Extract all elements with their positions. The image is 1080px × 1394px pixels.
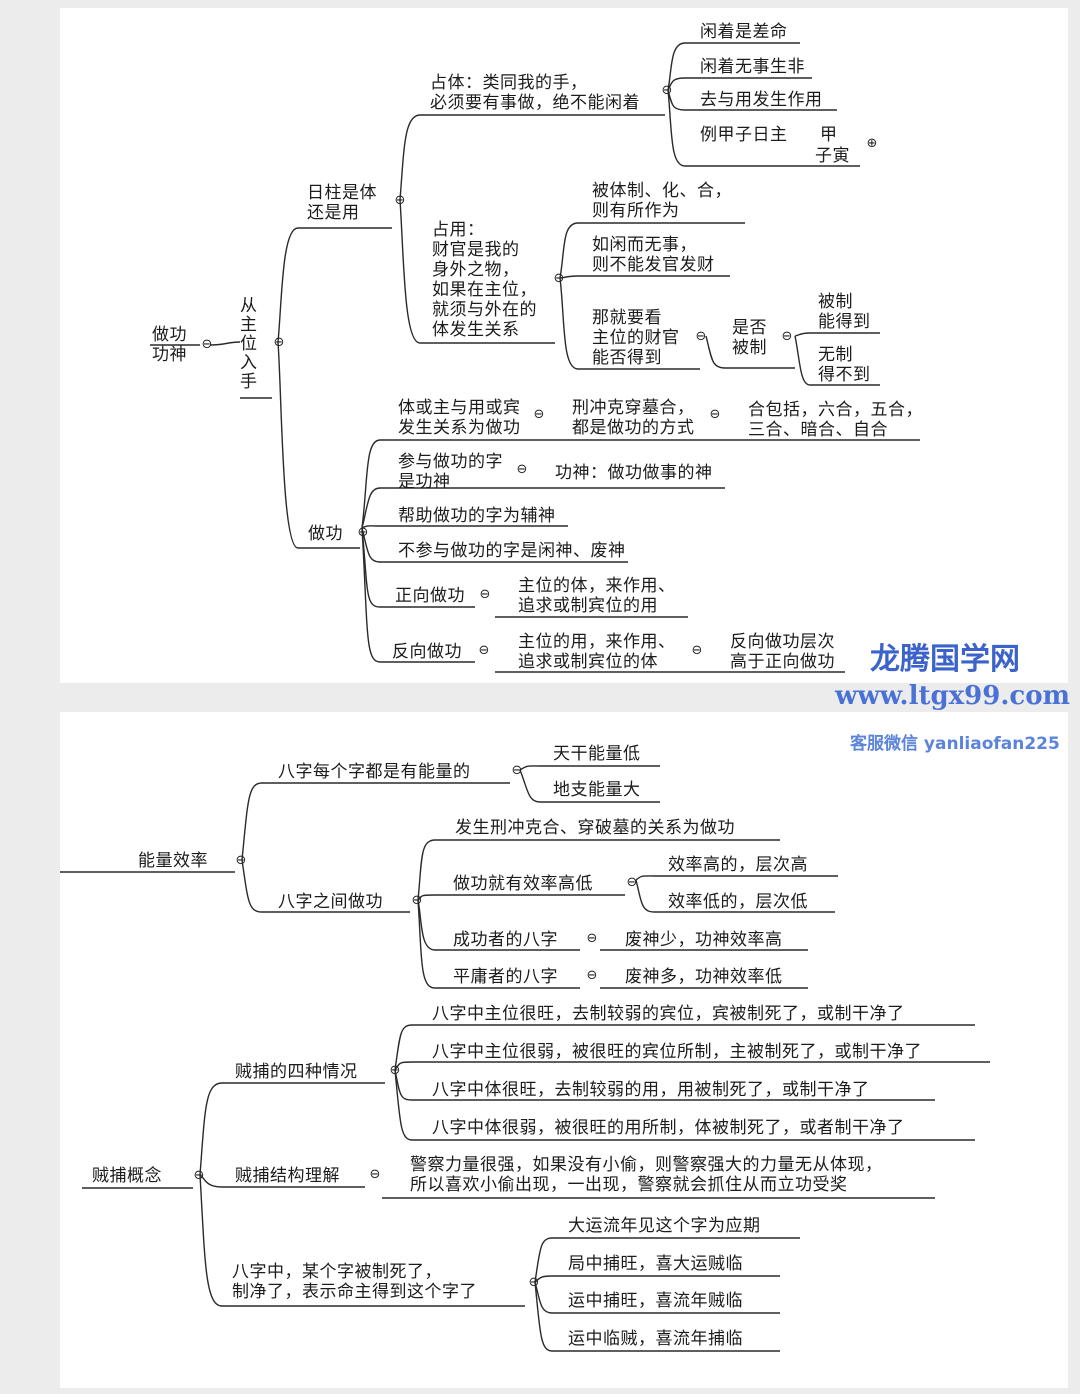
between-item: 平庸者的八字 [453,967,558,987]
collapse-icon[interactable]: ⊖ [553,271,565,286]
watermark-title: 龙腾国学网 [870,642,1020,677]
zuogong-detail: 刑冲克穿墓合， 都是做功的方式 [572,398,695,438]
zhanyong-item: 被体制、化、合， 则有所作为 [592,181,732,221]
zuogong-item: 正向做功 [395,586,465,606]
branch-main: 从 主 位 入 手 [240,296,258,392]
node-jia: 甲 [820,125,838,145]
collapse-icon[interactable]: ⊖ [586,968,598,983]
zhanti-item: 闲着无事生非 [700,57,805,77]
collapse-icon[interactable]: ⊖ [478,643,490,658]
collapse-icon[interactable]: ⊖ [411,893,423,908]
node-zhanti: 占体：类同我的手， 必须要有事做，绝不能闲着 [430,73,640,113]
watermark-contact: 客服微信 yanliaofan225 [850,734,1060,754]
node-nengliang: 能量效率 [138,851,208,871]
watermark-url: www.ltgx99.com [835,681,1071,711]
energy-item: 地支能量大 [553,780,641,800]
collapse-icon[interactable]: ⊖ [389,1063,401,1078]
efficiency-item: 效率低的，层次低 [668,892,808,912]
collapse-icon[interactable]: ⊖ [528,1275,540,1290]
zhisi-item: 局中捕旺，喜大运贼临 [568,1254,743,1274]
collapse-icon[interactable]: ⊖ [709,407,721,422]
zuogong-detail: 合包括，六合，五合， 三合、暗合、自合 [748,400,923,440]
zhisi-item: 大运流年见这个字为应期 [568,1216,761,1236]
energy-item: 天干能量低 [553,744,641,764]
node-bazi-energy: 八字每个字都是有能量的 [278,762,471,782]
zuogong-item: 反向做功 [392,642,462,662]
node-rizhu: 日柱是体 还是用 [307,183,377,223]
collapse-icon[interactable]: ⊖ [533,407,545,422]
zhanti-item: 去与用发生作用 [700,90,823,110]
zuogong-detail: 主位的用，来作用、 追求或制宾位的体 [518,632,676,672]
zhanyong-item: 那就要看 主位的财官 能否得到 [592,308,680,368]
four-item: 八字中主位很弱，被很旺的宾位所制，主被制死了，或制干净了 [432,1042,922,1062]
zuogong-detail: 反向做功层次 高于正向做功 [730,632,835,672]
collapse-icon[interactable]: ⊖ [273,335,285,350]
collapse-icon[interactable]: ⊖ [691,643,703,658]
collapse-icon[interactable]: ⊖ [586,931,598,946]
node-bazi-between: 八字之间做功 [278,892,383,912]
collapse-icon[interactable]: ⊖ [516,462,528,477]
collapse-icon[interactable]: ⊖ [695,329,707,344]
collapse-icon[interactable]: ⊖ [369,1167,381,1182]
between-item: 发生刑冲克合、穿破墓的关系为做功 [455,818,735,838]
structure-detail: 警察力量很强，如果没有小偷，则警察强大的力量无从体现， 所以喜欢小偷出现，一出现… [410,1155,883,1195]
node-wuzhi: 无制 得不到 [818,345,871,385]
four-item: 八字中体很旺，去制较弱的用，用被制死了，或制干净了 [432,1080,870,1100]
efficiency-item: 效率高的，层次高 [668,855,808,875]
collapse-icon[interactable]: ⊖ [201,337,213,352]
zuogong-detail: 主位的体，来作用、 追求或制宾位的用 [518,576,676,616]
node-zhanyong: 占用： 财官是我的 身外之物， 如果在主位， 就须与外在的 体发生关系 [432,220,537,340]
node-zhisi: 八字中，某个字被制死了， 制净了，表示命主得到这个字了 [232,1262,477,1302]
between-item: 成功者的八字 [453,930,558,950]
node-ziyin: 子寅 [815,146,850,166]
node-four: 贼捕的四种情况 [235,1062,358,1082]
between-detail: 废神多，功神效率低 [625,967,783,987]
four-item: 八字中主位很旺，去制较弱的宾位，宾被制死了，或制干净了 [432,1004,905,1024]
collapse-icon[interactable]: ⊖ [394,193,406,208]
expand-icon[interactable]: ⊕ [866,136,878,151]
four-item: 八字中体很弱，被很旺的用所制，体被制死了，或者制干净了 [432,1118,905,1138]
node-beizhi: 被制 能得到 [818,292,871,332]
zuogong-item: 参与做功的字 是功神 [398,452,503,492]
zhanti-item: 例甲子日主 [700,125,788,145]
zhisi-item: 运中捕旺，喜流年贼临 [568,1291,743,1311]
zuogong-detail: 功神：做功做事的神 [555,463,713,483]
zuogong-item: 不参与做功的字是闲神、废神 [398,541,626,561]
root-node: 做功 功神 [152,325,187,365]
collapse-icon[interactable]: ⊖ [357,525,369,540]
zhisi-item: 运中临贼，喜流年捕临 [568,1329,743,1349]
node-zuogong: 做功 [308,524,343,544]
collapse-icon[interactable]: ⊖ [626,875,638,890]
zuogong-item: 帮助做功的字为辅神 [398,506,556,526]
collapse-icon[interactable]: ⊖ [661,83,673,98]
node-shifou: 是否 被制 [732,318,767,358]
zuogong-item: 体或主与用或宾 发生关系为做功 [398,398,521,438]
node-zeibu: 贼捕概念 [92,1166,162,1186]
collapse-icon[interactable]: ⊖ [193,1168,205,1183]
collapse-icon[interactable]: ⊖ [479,587,491,602]
collapse-icon[interactable]: ⊖ [235,853,247,868]
collapse-icon[interactable]: ⊖ [781,329,793,344]
zhanyong-item: 如闲而无事， 则不能发官发财 [592,235,715,275]
between-detail: 废神少，功神效率高 [625,930,783,950]
collapse-icon[interactable]: ⊖ [511,763,523,778]
node-structure: 贼捕结构理解 [235,1166,340,1186]
between-item: 做功就有效率高低 [453,874,593,894]
zhanti-item: 闲着是差命 [700,22,788,42]
